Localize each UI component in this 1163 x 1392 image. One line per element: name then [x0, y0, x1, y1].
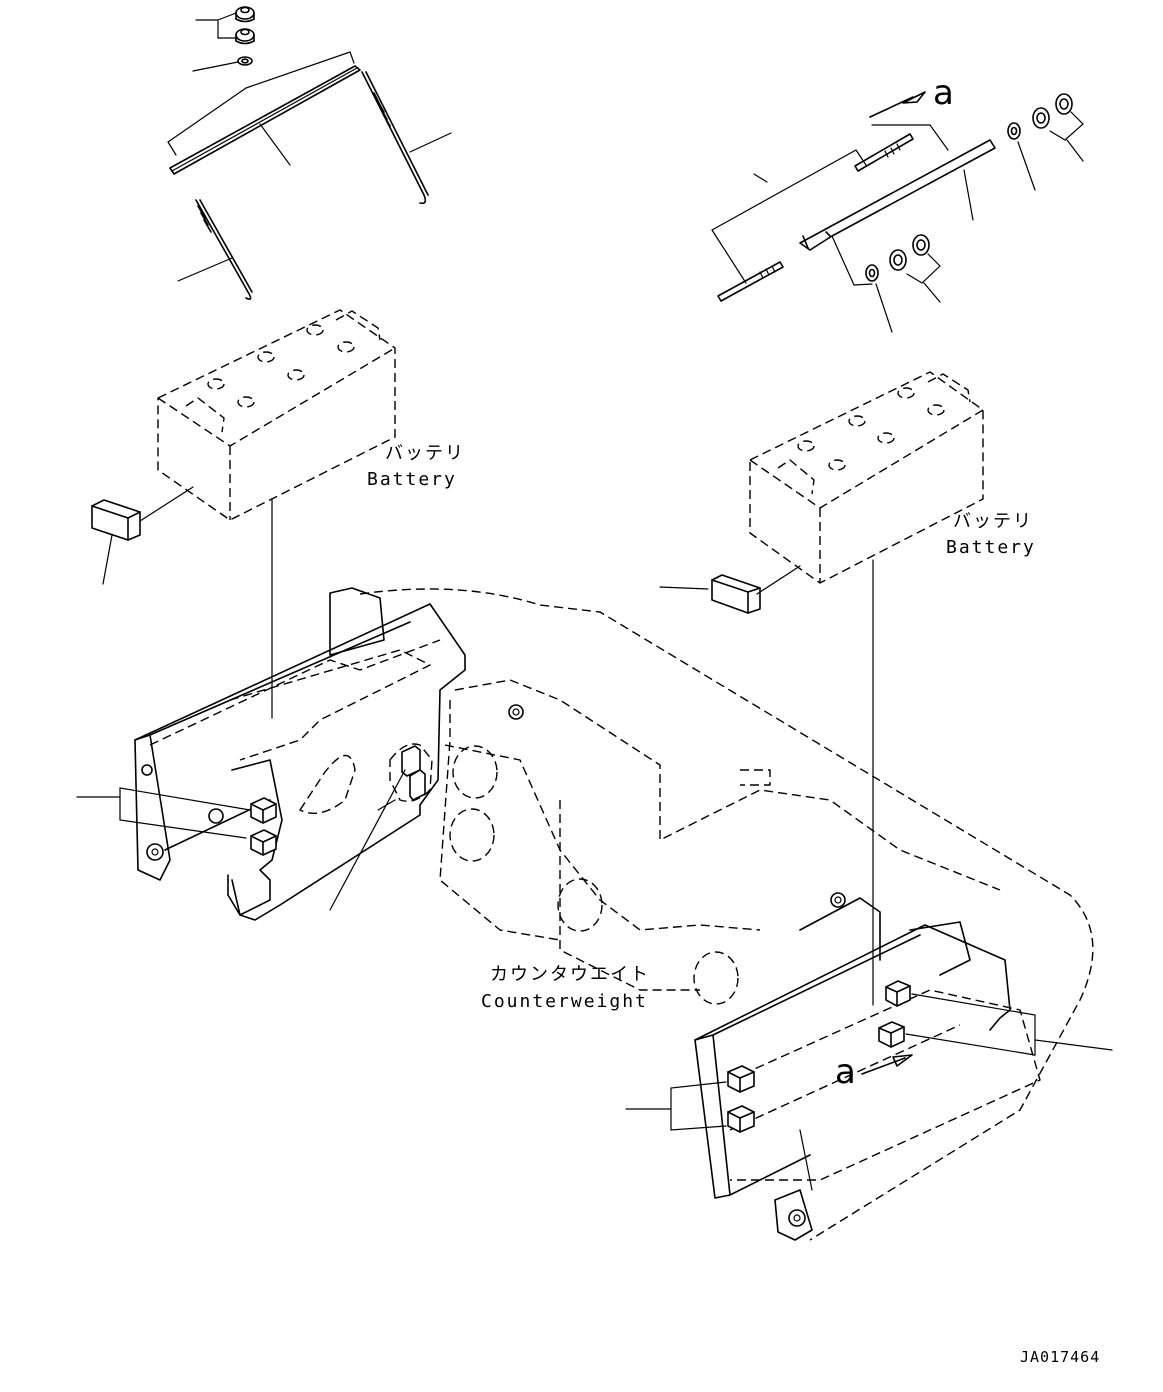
battery-left-en-label: Battery: [367, 469, 457, 490]
right-nut-upper-1: [1032, 107, 1050, 129]
right-battery-box: a: [625, 897, 1113, 1241]
battery-right-en-label: Battery: [946, 537, 1036, 558]
counterweight: カウンタウエイト Counterweight: [359, 588, 1094, 1241]
left-box-pad-2: [250, 829, 277, 856]
left-nut-lower: [235, 28, 255, 45]
counterweight-jp-label: カウンタウエイト: [490, 964, 650, 985]
left-washer: [237, 56, 253, 66]
view-arrow-bottom-label: a: [835, 1052, 856, 1092]
drawing-code: JA017464: [1020, 1348, 1100, 1366]
right-washer-lower: [865, 264, 879, 282]
right-box-pad-3: [885, 980, 911, 1007]
left-box-pad-4: [409, 769, 426, 801]
counterweight-en-label: Counterweight: [481, 991, 648, 1012]
left-box-pad-1: [250, 797, 277, 824]
right-hold-down-assembly: a: [711, 73, 1084, 333]
left-hold-down-assembly: [167, 6, 452, 300]
left-nut-upper: [235, 6, 255, 23]
right-spacer-block: [659, 565, 801, 614]
left-battery-box: [76, 587, 466, 921]
right-battery: バッテリ Battery: [749, 371, 1036, 584]
right-box-pad-1: [727, 1065, 755, 1093]
right-nut-lower-2: [912, 234, 930, 256]
battery-right-jp-label: バッテリ: [953, 511, 1033, 532]
right-nut-lower-1: [889, 249, 907, 271]
right-box-pad-2: [727, 1105, 755, 1133]
battery-left-jp-label: バッテリ: [385, 443, 465, 464]
left-battery: バッテリ Battery: [157, 309, 465, 521]
right-nut-upper-2: [1055, 93, 1073, 115]
left-spacer-block: [91, 486, 194, 585]
right-washer-upper: [1007, 122, 1021, 140]
right-box-pad-4: [878, 1021, 905, 1048]
view-arrow-top-label: a: [933, 73, 954, 113]
